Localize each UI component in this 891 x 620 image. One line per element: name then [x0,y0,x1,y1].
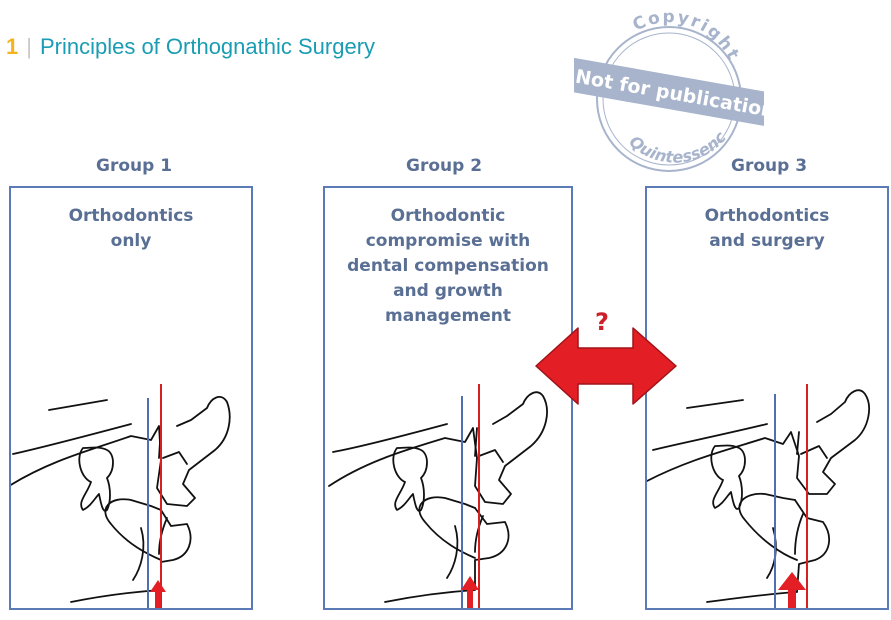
group-3-panel: Orthodontics and surgery [645,186,889,610]
group-2-cephalometric-tracing [325,188,573,610]
chapter-title: Principles of Orthognathic Surgery [40,34,375,59]
question-mark-label: ? [595,308,609,336]
group-1-panel: Orthodontics only [9,186,253,610]
chapter-separator: | [26,34,32,59]
group-1-cephalometric-tracing [11,188,253,610]
group-2-panel: Orthodontic compromise with dental compe… [323,186,573,610]
group-2-title: Group 2 [406,156,482,176]
group-3-title: Group 3 [731,156,807,176]
group-1-title: Group 1 [96,156,172,176]
chapter-number: 1 [6,34,18,59]
group-3-cephalometric-tracing [647,188,889,610]
chapter-heading: 1 | Principles of Orthognathic Surgery [6,34,375,60]
